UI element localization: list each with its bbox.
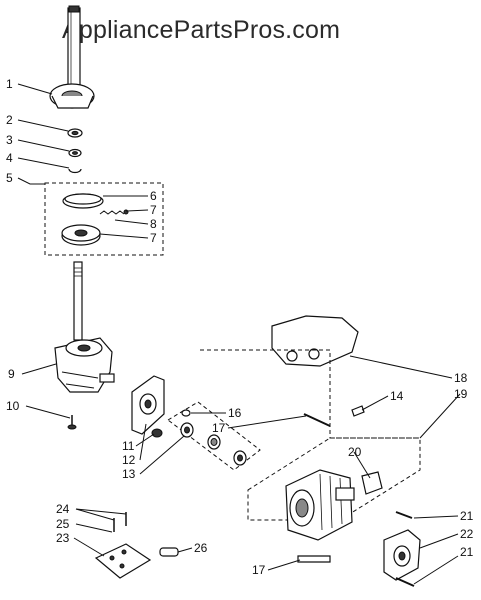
callout-17a: 17 <box>212 421 226 435</box>
callout-11: 11 <box>122 439 135 453</box>
part-22-pump <box>383 529 421 581</box>
callout-13: 13 <box>122 467 136 481</box>
part-17-rod-upper <box>303 413 331 427</box>
part-13-kit-outline <box>167 401 261 471</box>
callout-25: 25 <box>56 517 70 531</box>
part-26-pin <box>159 547 179 557</box>
part-12-plate <box>131 375 165 435</box>
callout-5: 5 <box>6 171 13 185</box>
watermark-text: AppliancePartsPros.com <box>62 16 340 44</box>
part-3-washer <box>68 148 82 158</box>
callout-4: 4 <box>6 151 13 165</box>
callout-18: 18 <box>454 371 468 385</box>
callout-8: 8 <box>150 217 157 231</box>
part-2-washer <box>67 128 83 138</box>
part-16-pin <box>181 409 191 417</box>
callout-16: 16 <box>228 406 242 420</box>
part-18-gasket <box>271 315 359 367</box>
callout-19: 19 <box>454 387 468 401</box>
part-13-bearing-a <box>180 422 194 438</box>
callout-2: 2 <box>6 113 13 127</box>
callout-21b: 21 <box>460 545 474 559</box>
part-23-bracket <box>94 543 152 579</box>
callout-7a: 7 <box>150 203 157 217</box>
callout-labels: 1 2 3 4 5 6 7 8 7 9 10 11 12 13 14 16 17… <box>6 77 474 577</box>
part-10-screw <box>67 415 77 430</box>
part-8-spring <box>99 209 129 215</box>
callout-1: 1 <box>6 77 13 91</box>
callout-20: 20 <box>348 445 362 459</box>
callout-24: 24 <box>56 502 70 516</box>
callout-9: 9 <box>8 367 15 381</box>
part-19-motor <box>285 469 355 541</box>
part-1-hub <box>49 83 95 109</box>
part-21-fastener-upper <box>395 511 413 519</box>
callout-3: 3 <box>6 133 13 147</box>
lower-shaft <box>73 261 83 341</box>
part-21-fastener-lower <box>395 577 415 587</box>
callout-21a: 21 <box>460 509 474 523</box>
callout-10: 10 <box>6 399 20 413</box>
part-7-pulley <box>61 224 101 246</box>
callout-17b: 17 <box>252 563 266 577</box>
callout-26: 26 <box>194 541 208 555</box>
part-9-gearcase <box>54 337 115 393</box>
part-14-clip <box>351 405 365 417</box>
callout-7b: 7 <box>150 231 157 245</box>
callout-23: 23 <box>56 531 70 545</box>
callout-6: 6 <box>150 189 157 203</box>
part-19-motor-outline <box>247 437 421 521</box>
part-13-bearing-b <box>207 434 221 450</box>
drive-shaft <box>67 5 81 101</box>
part-11-nut <box>151 428 163 438</box>
part-5-kit-outline <box>44 182 164 256</box>
part-4-ring <box>68 168 82 174</box>
part-6-ring <box>62 193 104 209</box>
callout-22: 22 <box>460 527 474 541</box>
part-20-switch <box>361 471 383 495</box>
part-17-rod-lower <box>297 555 331 563</box>
part-24-screws <box>113 512 127 532</box>
callout-14: 14 <box>390 389 404 403</box>
leader-lines <box>17 83 461 585</box>
callout-12: 12 <box>122 453 136 467</box>
part-13-bearing-c <box>233 450 247 466</box>
